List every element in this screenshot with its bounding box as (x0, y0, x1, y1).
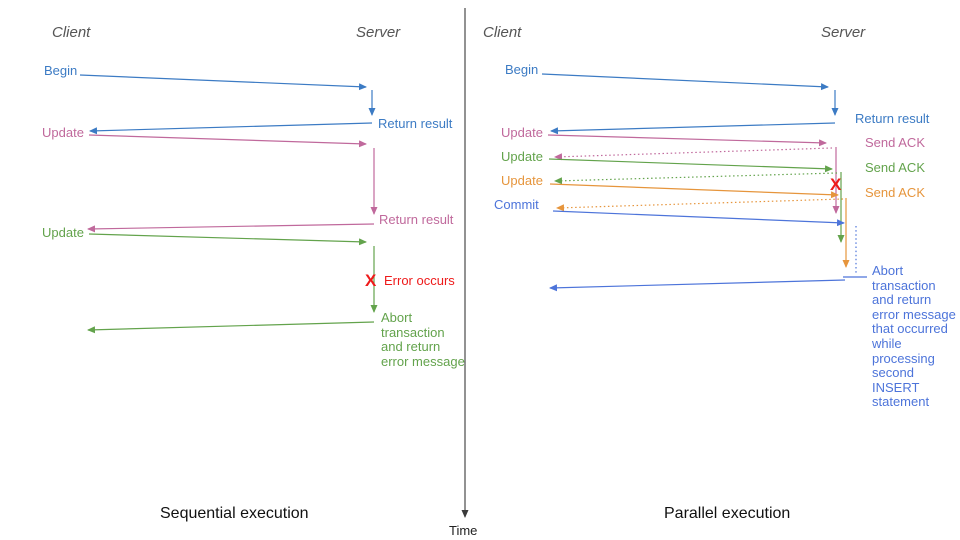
right-update-2-label: Update (501, 149, 543, 164)
left-return-result-1-label: Return result (378, 116, 453, 131)
left-abort-return-arrow (87, 321, 375, 334)
left-return-result-2-arrow (87, 223, 375, 233)
right-abort-message: Abort transaction and return error messa… (872, 263, 956, 410)
right-client-header: Client (483, 24, 522, 41)
right-return-result-arrow (550, 122, 836, 135)
left-caption: Sequential execution (160, 505, 309, 522)
left-update-1-label: Update (42, 125, 84, 140)
right-send-ack-3-label: Send ACK (865, 185, 925, 200)
left-update-2-request-arrow (88, 233, 378, 313)
right-caption: Parallel execution (664, 505, 791, 522)
left-return-result-1-arrow (89, 122, 373, 135)
right-begin-request-arrow (541, 73, 839, 116)
left-return-result-2-label: Return result (379, 212, 454, 227)
right-commit-arrows (549, 210, 867, 292)
right-send-ack-2-label: Send ACK (865, 160, 925, 175)
left-server-header: Server (356, 24, 401, 41)
right-return-result-label: Return result (855, 111, 930, 126)
left-update-2-label: Update (42, 225, 84, 240)
right-begin-label: Begin (505, 62, 539, 77)
left-begin-label: Begin (44, 63, 78, 78)
right-error-x-icon: X (830, 175, 842, 194)
right-send-ack-1-label: Send ACK (865, 135, 925, 150)
left-error-occurs-label: Error occurs (384, 273, 455, 288)
left-begin-request-arrow (79, 74, 376, 116)
right-update-3-arrows (549, 183, 850, 268)
time-axis-label: Time (449, 523, 478, 538)
left-client-header: Client (52, 24, 91, 41)
right-server-header: Server (821, 24, 866, 41)
right-update-2-arrows (548, 158, 845, 243)
right-update-1-arrows (547, 134, 840, 214)
left-update-1-request-arrow (88, 134, 378, 215)
left-error-x-icon: X (365, 271, 377, 290)
left-abort-message: Abort transaction and return error messa… (381, 310, 465, 369)
right-update-1-label: Update (501, 125, 543, 140)
right-update-3-label: Update (501, 173, 543, 188)
right-commit-label: Commit (494, 197, 539, 212)
